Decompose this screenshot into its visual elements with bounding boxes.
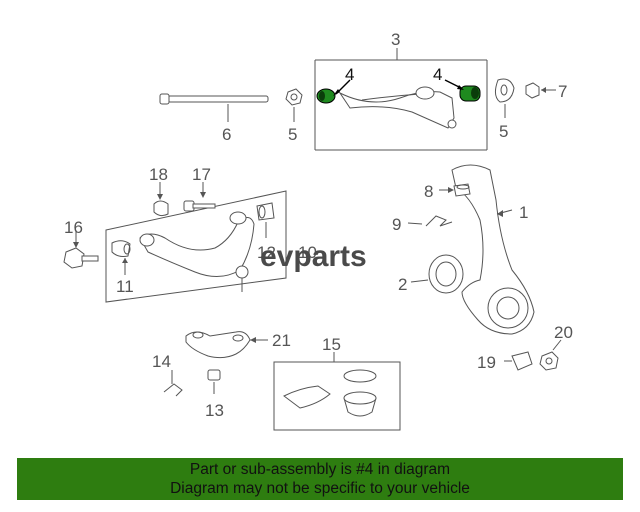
banner-line-1: Part or sub-assembly is #4 in diagram <box>189 461 451 478</box>
steering-knuckle <box>451 164 535 335</box>
parts-19-20 <box>504 339 562 371</box>
part-8 <box>439 183 471 197</box>
callout-13: 13 <box>205 401 224 420</box>
callout-5b: 5 <box>499 122 508 141</box>
callout-20: 20 <box>554 323 573 342</box>
nut-parts <box>285 78 515 122</box>
callout-15: 15 <box>322 335 341 354</box>
bracket-parts <box>163 331 268 397</box>
part-7 <box>525 82 556 99</box>
watermark-logo: evparts <box>260 240 367 273</box>
callout-14: 14 <box>152 352 171 371</box>
long-bolt-part <box>159 93 269 122</box>
callout-16: 16 <box>64 218 83 237</box>
group-15 <box>273 352 401 431</box>
part-9 <box>407 215 453 227</box>
bushing-left-highlight <box>316 88 336 104</box>
callout-8: 8 <box>424 182 433 201</box>
lower-arm-group <box>105 190 287 303</box>
callout-4a: 4 <box>345 65 354 84</box>
upper-arm-group <box>314 48 488 151</box>
parts-17-18 <box>153 182 216 217</box>
banner-line-2: Diagram may not be specific to your vehi… <box>170 480 470 497</box>
callout-1: 1 <box>519 203 528 222</box>
callout-19: 19 <box>477 353 496 372</box>
lower-control-arm <box>139 217 255 277</box>
part-16 <box>63 230 99 269</box>
part-2 <box>410 254 464 294</box>
callout-5a: 5 <box>288 125 297 144</box>
upper-control-arm <box>338 91 455 129</box>
callout-11: 11 <box>116 277 134 296</box>
callout-21: 21 <box>272 331 291 350</box>
info-banner: Part or sub-assembly is #4 in diagram Di… <box>17 458 623 500</box>
callout-10: 10 <box>298 243 317 262</box>
callout-9: 9 <box>392 215 401 234</box>
callout-18: 18 <box>149 165 168 184</box>
callout-2: 2 <box>398 275 407 294</box>
callout-3: 3 <box>391 30 400 49</box>
callout-17: 17 <box>192 165 211 184</box>
callout-6: 6 <box>222 125 231 144</box>
callout-12: 12 <box>257 243 276 262</box>
callout-4b: 4 <box>433 65 442 84</box>
callout-7: 7 <box>558 82 567 101</box>
bushing-right-highlight <box>459 85 481 102</box>
